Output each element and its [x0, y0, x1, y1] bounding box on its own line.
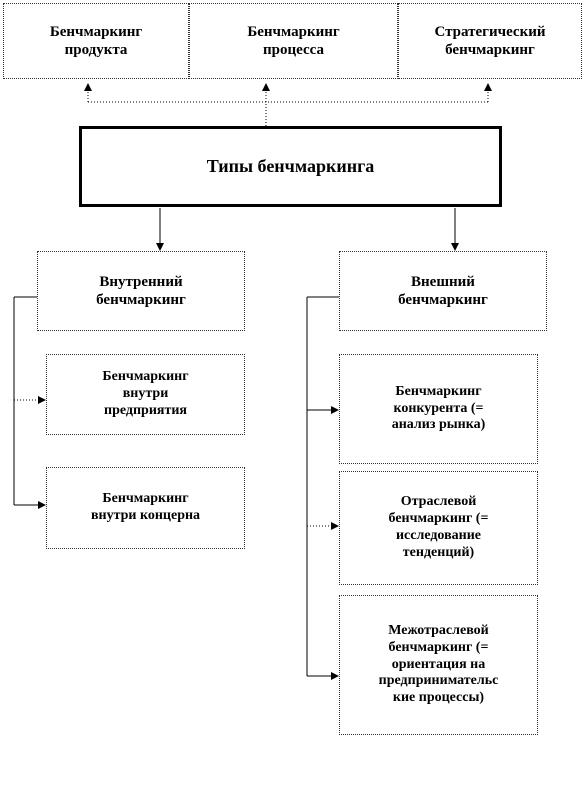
industry-label: Отраслевой бенчмаркинг (= исследование т… — [388, 494, 489, 560]
process-benchmarking-label: Бенчмаркинг процесса — [247, 24, 340, 58]
benchmarking-types-label: Типы бенчмаркинга — [206, 155, 375, 176]
cross-industry-box: Межотраслевой бенчмаркинг (= ориентация … — [339, 595, 538, 735]
intra-concern-label: Бенчмаркинг внутри концерна — [90, 491, 201, 523]
product-benchmarking-label: Бенчмаркинг продукта — [49, 24, 143, 58]
internal-benchmarking-box: Внутренний бенчмаркинг — [37, 251, 245, 331]
external-branch — [306, 296, 339, 680]
cross-industry-label: Межотраслевой бенчмаркинг (= ориентация … — [378, 623, 499, 706]
intra-enterprise-box: Бенчмаркинг внутри предприятия — [46, 354, 245, 435]
benchmarking-types-box: Типы бенчмаркинга — [79, 126, 502, 207]
center-connector — [156, 208, 459, 251]
intra-enterprise-label: Бенчмаркинг внутри предприятия — [102, 369, 189, 418]
external-benchmarking-label: Внешний бенчмаркинг — [398, 274, 488, 308]
strategic-benchmarking-box: Стратегический бенчмаркинг — [398, 3, 582, 79]
external-benchmarking-box: Внешний бенчмаркинг — [339, 251, 547, 331]
intra-concern-box: Бенчмаркинг внутри концерна — [46, 467, 245, 549]
competitor-label: Бенчмаркинг конкурента (= анализ рынка) — [391, 383, 486, 433]
industry-box: Отраслевой бенчмаркинг (= исследование т… — [339, 471, 538, 585]
process-benchmarking-box: Бенчмаркинг процесса — [189, 3, 398, 79]
top-connector — [84, 83, 492, 126]
competitor-box: Бенчмаркинг конкурента (= анализ рынка) — [339, 354, 538, 464]
product-benchmarking-box: Бенчмаркинг продукта — [3, 3, 189, 79]
strategic-benchmarking-label: Стратегический бенчмаркинг — [434, 24, 546, 58]
internal-benchmarking-label: Внутренний бенчмаркинг — [96, 274, 186, 308]
internal-branch — [13, 296, 46, 509]
